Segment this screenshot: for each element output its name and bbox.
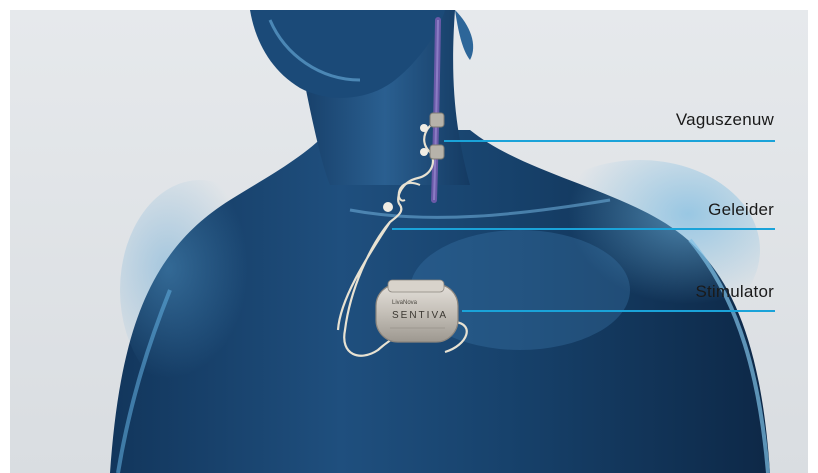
ear-shape bbox=[455, 10, 473, 60]
device-model: SENTIVA bbox=[392, 310, 448, 321]
stimulator-device: LivaNova SENTIVA bbox=[376, 280, 458, 342]
device-brand: LivaNova bbox=[392, 300, 418, 306]
label-vagus-nerve: Vaguszenuw bbox=[676, 110, 774, 130]
label-lead: Geleider bbox=[708, 200, 774, 220]
label-stimulator: Stimulator bbox=[695, 282, 774, 302]
